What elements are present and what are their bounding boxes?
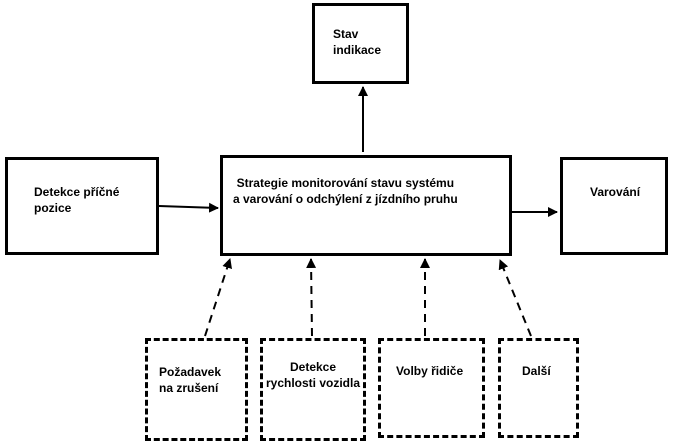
arrow-from-dalsi (498, 259, 532, 337)
detekce-rychlosti-label: Detekce rychlosti vozidla (265, 360, 361, 390)
arrow-from-detekce-rychlosti (306, 258, 317, 337)
dalsi-label: Další (522, 364, 551, 378)
stav-indikace-box: Stav indikace (312, 3, 409, 84)
volby-ridice-label: Volby řidiče (396, 364, 464, 378)
detekce-rychlosti-box: Detekce rychlosti vozidla (260, 338, 366, 441)
strategie-label: Strategie monitorování stavu systému a v… (233, 176, 458, 206)
volby-ridice-box: Volby řidiče (378, 338, 485, 438)
dalsi-box: Další (498, 338, 579, 438)
pozadavek-na-zruseni-label: Požadavek na zrušení (159, 365, 222, 395)
varovani-label: Varování (590, 185, 641, 199)
arrow-from-detekce-pricne-pozice (158, 202, 219, 213)
strategie-box: Strategie monitorování stavu systému a v… (220, 155, 512, 256)
detekce-pricne-pozice-box: Detekce příčné pozice (5, 157, 159, 255)
arrow-from-pozadavek-na-zruseni (204, 258, 232, 337)
detekce-pricne-pozice-label: Detekce příčné pozice (34, 185, 120, 215)
varovani-box: Varování (560, 157, 668, 255)
pozadavek-na-zruseni-box: Požadavek na zrušení (145, 338, 248, 441)
stav-indikace-label: Stav indikace (333, 27, 382, 57)
